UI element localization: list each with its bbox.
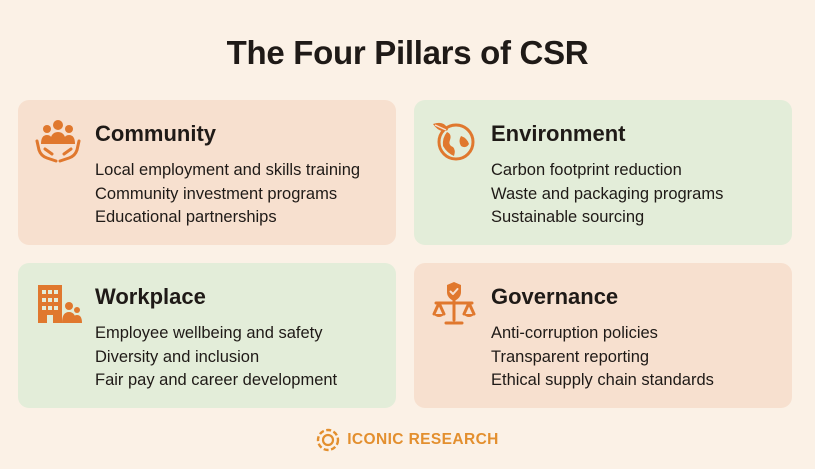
pillar-item: Community investment programs bbox=[95, 184, 338, 203]
pillar-item: Ethical supply chain standards bbox=[491, 371, 714, 389]
pillar-item: Transparent reporting bbox=[491, 347, 650, 366]
people-in-hands-icon bbox=[35, 120, 81, 163]
pillar-list: Anti-corruption policies Transparent rep… bbox=[491, 322, 714, 393]
pillar-item: Carbon footprint reduction bbox=[491, 161, 682, 179]
pillar-item: Sustainable sourcing bbox=[491, 208, 645, 226]
page-title: The Four Pillars of CSR bbox=[226, 34, 589, 71]
pillar-item: Diversity and inclusion bbox=[95, 347, 260, 366]
pillar-list: Employee wellbeing and safety Diversity … bbox=[95, 322, 337, 393]
pillar-card-community: Community Local employment and skills tr… bbox=[18, 100, 396, 245]
pillar-item: Anti-corruption policies bbox=[491, 324, 658, 342]
pillar-title: Workplace bbox=[95, 284, 206, 309]
pillar-title: Community bbox=[95, 121, 216, 146]
office-building-people-icon bbox=[38, 285, 82, 323]
pillar-card-environment: Environment Carbon footprint reduction W… bbox=[414, 100, 792, 245]
globe-leaf-icon bbox=[433, 122, 475, 161]
pillar-item: Waste and packaging programs bbox=[491, 184, 724, 203]
pillar-card-workplace: Workplace Employee wellbeing and safety … bbox=[18, 263, 396, 408]
pillar-item: Fair pay and career development bbox=[95, 371, 338, 389]
footer-brand-text: ICONIC RESEARCH bbox=[347, 431, 499, 448]
pillar-title: Environment bbox=[491, 121, 626, 146]
pillar-list: Carbon footprint reduction Waste and pac… bbox=[491, 159, 723, 230]
footer-brand: ICONIC RESEARCH bbox=[0, 428, 815, 452]
pillar-list: Local employment and skills training Com… bbox=[95, 159, 360, 230]
pillar-card-governance: Governance Anti-corruption policies Tran… bbox=[414, 263, 792, 408]
pillar-item: Employee wellbeing and safety bbox=[95, 324, 323, 342]
pillar-title: Governance bbox=[491, 284, 619, 309]
scales-shield-icon bbox=[432, 282, 476, 325]
iconic-research-logo-icon bbox=[317, 428, 340, 452]
pillar-item: Educational partnerships bbox=[95, 208, 277, 226]
pillar-item: Local employment and skills training bbox=[95, 161, 361, 179]
